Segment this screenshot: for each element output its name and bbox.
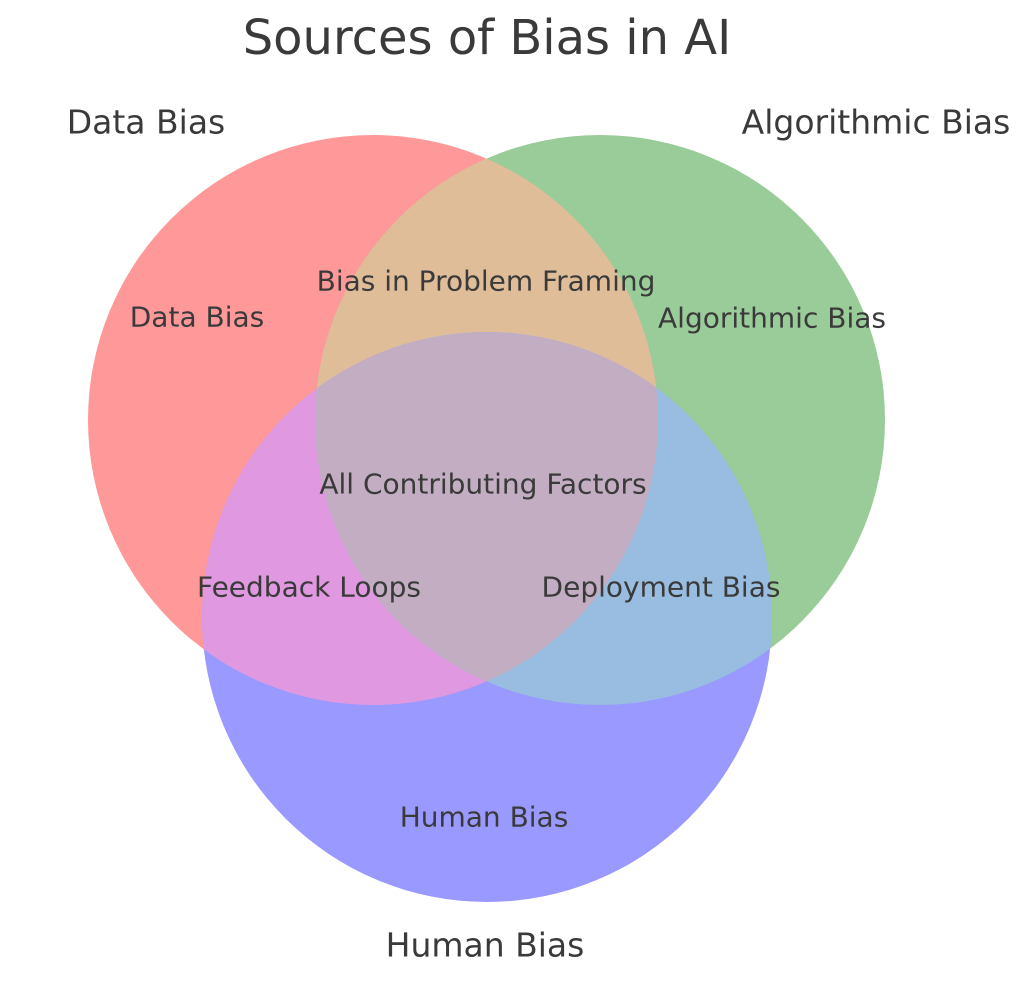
outer-label-data-bias: Data Bias <box>67 103 226 142</box>
venn-region-all-three <box>315 332 658 705</box>
outer-label-human-bias: Human Bias <box>386 926 585 965</box>
region-label-bias-in-problem-framing: Bias in Problem Framing <box>317 265 656 298</box>
region-label-feedback-loops: Feedback Loops <box>197 571 421 604</box>
region-label-human-bias: Human Bias <box>400 801 569 834</box>
region-label-all-contributing-factors: All Contributing Factors <box>319 468 646 501</box>
outer-label-algorithmic-bias: Algorithmic Bias <box>742 103 1011 142</box>
figure-title: Sources of Bias in AI <box>243 10 732 66</box>
region-label-data-bias: Data Bias <box>130 301 265 334</box>
region-label-algorithmic-bias: Algorithmic Bias <box>658 302 886 335</box>
region-label-deployment-bias: Deployment Bias <box>542 571 781 604</box>
